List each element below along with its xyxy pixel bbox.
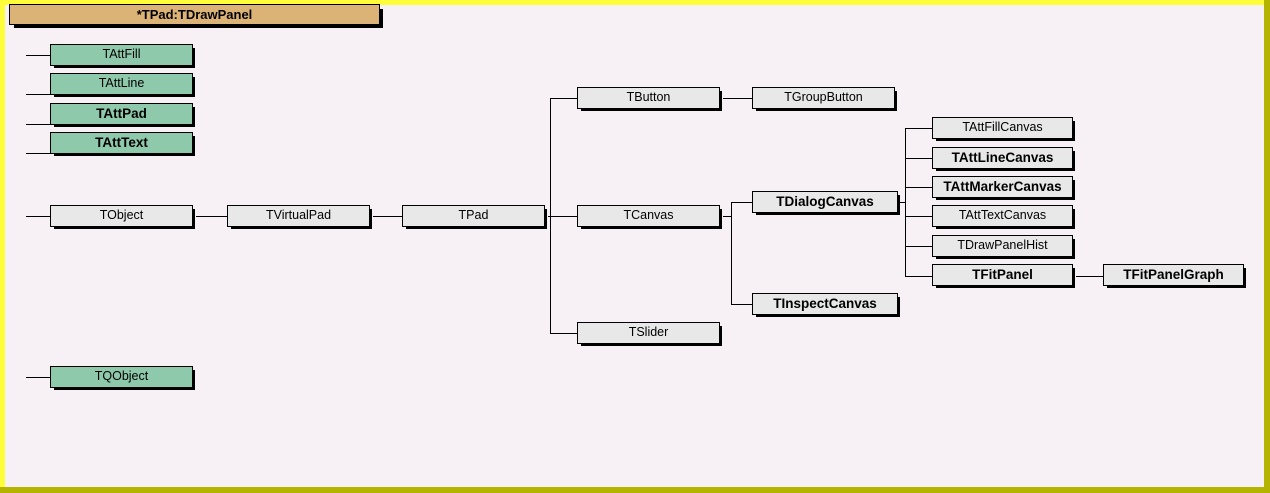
node-t-button[interactable]: TButton: [577, 87, 722, 111]
node-label: TAttLine: [98, 76, 145, 90]
canvas-frame-bottom: [0, 487, 1270, 493]
connector-t-q-object: [26, 377, 50, 378]
connector-canvas-to-trunk: [723, 216, 732, 217]
connector-object-to-virtualpad: [196, 216, 227, 217]
node-t-canvas[interactable]: TCanvas: [577, 205, 722, 229]
node-label: TAttFillCanvas: [962, 120, 1043, 134]
node-t-group-button[interactable]: TGroupButton: [752, 87, 897, 111]
connector-trunk-to-t-slider: [550, 333, 577, 334]
connector-t-att-text: [26, 153, 50, 154]
node-label: TCanvas: [623, 208, 674, 222]
node-t-att-line[interactable]: TAttLine: [50, 73, 195, 97]
node-label: TFitPanelGraph: [1123, 267, 1224, 282]
node-t-att-text-canvas[interactable]: TAttTextCanvas: [932, 205, 1075, 229]
node-label: TInspectCanvas: [773, 296, 877, 311]
connector-dialogcanvas-to-trunk: [899, 202, 906, 203]
node-t-virtual-pad[interactable]: TVirtualPad: [227, 205, 372, 229]
node-label: TPad: [458, 208, 489, 222]
connector-trunk-to-t-dialog-canvas: [731, 202, 753, 203]
connector-trunk-to-t-draw-panel-hist: [905, 246, 933, 247]
connector-trunk-to-t-canvas: [550, 216, 577, 217]
node-t-att-fill-canvas[interactable]: TAttFillCanvas: [932, 117, 1075, 141]
node-label: TAttPad: [96, 106, 147, 121]
canvas-frame-top: [0, 0, 1270, 5]
node-t-dialog-canvas[interactable]: TDialogCanvas: [752, 191, 900, 215]
trunk-dialogcanvas-children: [905, 128, 906, 276]
diagram-title-bar: *TPad:TDrawPanel: [9, 4, 383, 28]
trunk-pad-children: [550, 98, 551, 333]
node-t-att-line-canvas[interactable]: TAttLineCanvas: [932, 147, 1075, 171]
node-label: TAttTextCanvas: [958, 208, 1047, 222]
canvas-frame-right: [1264, 0, 1270, 493]
connector-trunk-to-t-att-marker-canvas: [905, 187, 933, 188]
connector-t-att-fill: [26, 55, 50, 56]
node-label: TAttFill: [102, 47, 141, 61]
connector-trunk-to-t-att-line-canvas: [905, 158, 933, 159]
connector-virtualpad-to-pad: [373, 216, 402, 217]
node-t-slider[interactable]: TSlider: [577, 322, 722, 346]
node-label: TObject: [99, 208, 144, 222]
node-label: TGroupButton: [784, 90, 863, 104]
connector-trunk-to-t-att-text-canvas: [905, 216, 933, 217]
connector-trunk-to-t-fit-panel: [905, 276, 933, 277]
connector-t-att-line: [26, 94, 50, 95]
node-t-att-marker-canvas[interactable]: TAttMarkerCanvas: [932, 176, 1075, 200]
node-label: TVirtualPad: [265, 208, 332, 222]
trunk-canvas-children: [731, 202, 732, 304]
connector-t-att-pad: [26, 124, 50, 125]
connector-trunk-to-t-att-fill-canvas: [905, 128, 933, 129]
node-t-att-fill[interactable]: TAttFill: [50, 44, 195, 68]
node-t-fit-panel-graph[interactable]: TFitPanelGraph: [1103, 264, 1246, 288]
node-label: TAttMarkerCanvas: [943, 179, 1062, 194]
node-t-q-object[interactable]: TQObject: [50, 366, 195, 390]
node-label: TFitPanel: [972, 267, 1033, 282]
diagram-title: *TPad:TDrawPanel: [136, 7, 253, 22]
node-label: TAttText: [95, 135, 148, 150]
connector-fitpanel-to-fitpanelgraph: [1076, 276, 1103, 277]
node-t-inspect-canvas[interactable]: TInspectCanvas: [752, 293, 900, 317]
node-label: TButton: [626, 90, 671, 104]
connector-button-to-groupbutton: [723, 98, 752, 99]
node-t-draw-panel-hist[interactable]: TDrawPanelHist: [932, 235, 1075, 259]
node-label: TDialogCanvas: [776, 194, 874, 209]
connector-trunk-to-t-button: [550, 98, 577, 99]
node-t-fit-panel[interactable]: TFitPanel: [932, 264, 1075, 288]
node-label: TSlider: [628, 325, 669, 339]
node-t-att-text[interactable]: TAttText: [50, 132, 195, 156]
canvas-frame-left: [0, 0, 5, 493]
node-t-att-pad[interactable]: TAttPad: [50, 103, 195, 127]
connector-t-object-stub: [26, 216, 50, 217]
connector-trunk-to-t-inspect-canvas: [731, 304, 753, 305]
node-label: TDrawPanelHist: [957, 238, 1048, 252]
node-label: TAttLineCanvas: [951, 150, 1054, 165]
node-t-object[interactable]: TObject: [50, 205, 195, 229]
node-t-pad[interactable]: TPad: [402, 205, 547, 229]
node-label: TQObject: [94, 369, 149, 383]
